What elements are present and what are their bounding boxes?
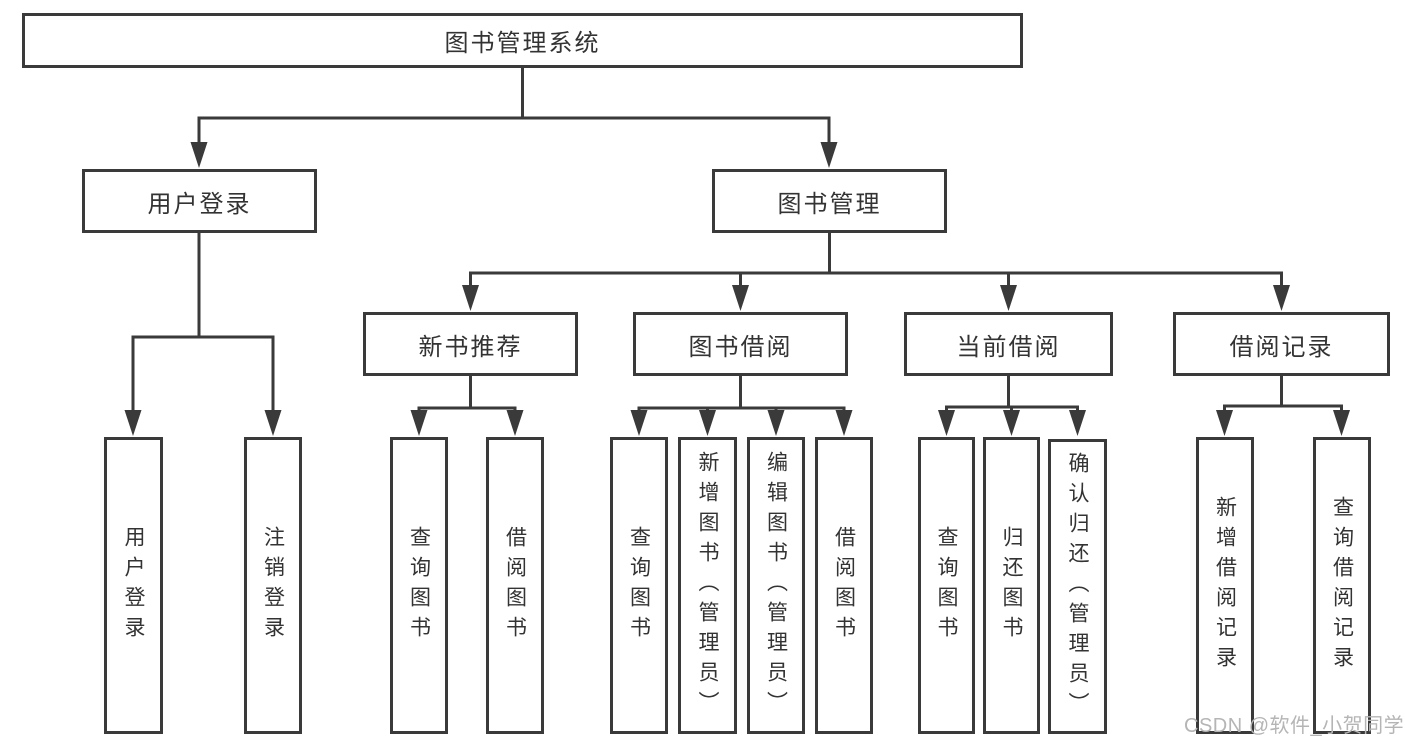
node-borrow-record: 借阅记录	[1173, 312, 1390, 376]
node-current-borrow: 当前借阅	[904, 312, 1113, 376]
arrow-down-icon	[630, 410, 648, 436]
node-library-system: 图书管理系统	[22, 13, 1023, 68]
watermark: CSDN @软件_小贺同学	[1184, 715, 1405, 737]
arrow-down-icon	[1069, 410, 1086, 436]
arrow-down-icon	[1333, 410, 1350, 436]
arrow-down-icon	[1000, 285, 1017, 311]
arrow-down-icon	[835, 410, 853, 436]
arrow-down-icon	[410, 410, 428, 436]
node-new-book-recommend: 新书推荐	[363, 312, 578, 376]
node-book-borrow: 图书借阅	[633, 312, 848, 376]
arrow-down-icon	[124, 410, 142, 436]
leaf-current-query-book: 查询图书	[918, 437, 975, 734]
node-book-management: 图书管理	[712, 169, 947, 233]
leaf-borrow-query-book: 查询图书	[610, 437, 668, 734]
leaf-current-confirm-return-admin: 确认归还（管理员）	[1048, 439, 1107, 734]
leaf-borrow-add-book-admin: 新增图书（管理员）	[678, 437, 737, 734]
leaf-user-login: 用户登录	[104, 437, 163, 734]
arrow-down-icon	[1003, 410, 1020, 436]
leaf-borrow-edit-book-admin: 编辑图书（管理员）	[747, 437, 805, 734]
arrow-down-icon	[699, 410, 716, 436]
leaf-borrow-borrow-book: 借阅图书	[815, 437, 873, 734]
node-user-login: 用户登录	[82, 169, 317, 233]
arrow-down-icon	[264, 410, 282, 436]
arrow-down-icon	[732, 285, 749, 311]
arrow-down-icon	[1273, 285, 1290, 311]
arrow-down-icon	[1216, 410, 1233, 436]
leaf-record-query-borrow-record: 查询借阅记录	[1313, 437, 1371, 734]
leaf-record-add-borrow-record: 新增借阅记录	[1196, 437, 1254, 734]
arrow-down-icon	[767, 410, 785, 436]
arrow-down-icon	[190, 142, 208, 168]
arrow-down-icon	[462, 285, 479, 311]
leaf-logout: 注销登录	[244, 437, 302, 734]
arrow-down-icon	[820, 142, 838, 168]
leaf-recommend-query-book: 查询图书	[390, 437, 448, 734]
leaf-current-return-book: 归还图书	[983, 437, 1040, 734]
leaf-recommend-borrow-book: 借阅图书	[486, 437, 544, 734]
arrow-down-icon	[506, 410, 524, 436]
arrow-down-icon	[938, 410, 955, 436]
